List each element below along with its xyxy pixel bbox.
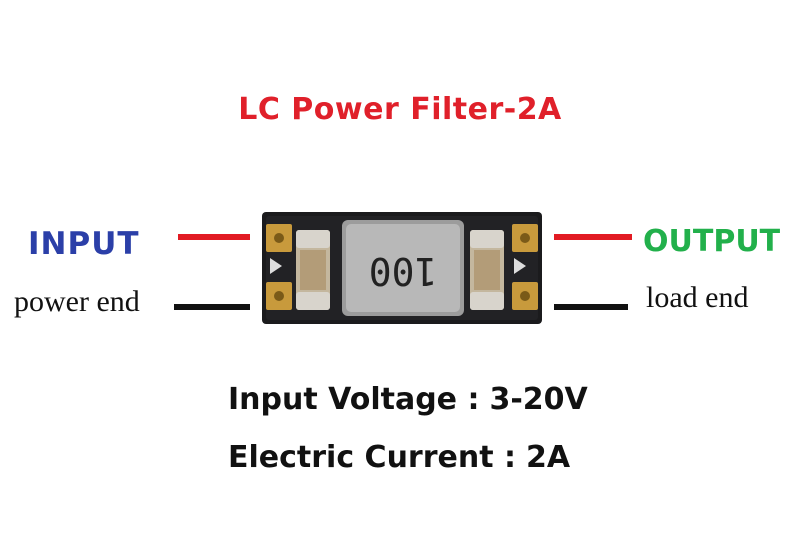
spec-value: 2A <box>526 440 571 475</box>
power-end-label: power end <box>14 285 140 318</box>
output-label: OUTPUT <box>643 224 781 259</box>
load-end-label: load end <box>646 281 749 314</box>
arrow-icon <box>514 258 526 274</box>
spec-input-voltage: Input Voltage : 3-20V <box>228 382 588 417</box>
input-positive-wire <box>178 234 250 240</box>
output-negative-wire <box>554 304 628 310</box>
spec-electric-current: Electric Current : 2A <box>228 440 570 475</box>
input-negative-wire <box>174 304 250 310</box>
inductor-marking: 100 <box>369 249 438 293</box>
filter-board-illustration: 100 <box>174 212 632 324</box>
output-positive-wire <box>554 234 632 240</box>
spec-label: Electric Current : <box>228 440 517 475</box>
input-label: INPUT <box>28 226 140 262</box>
page-title: LC Power Filter-2A <box>238 92 562 127</box>
arrow-icon <box>270 258 282 274</box>
spec-label: Input Voltage : <box>228 382 480 417</box>
spec-value: 3-20V <box>489 382 588 417</box>
